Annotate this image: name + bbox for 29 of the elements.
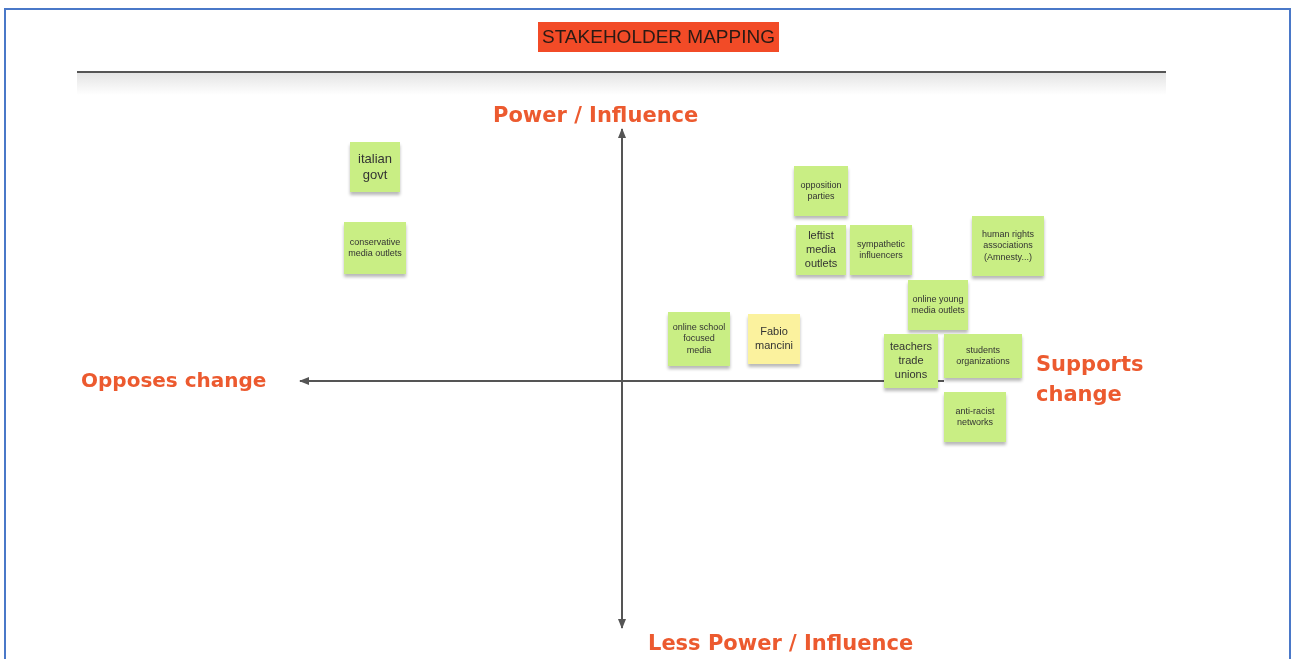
- note-text: online young media outlets: [910, 293, 966, 317]
- sticky-note: [884, 334, 938, 388]
- title-banner: STAKEHOLDER MAPPING: [538, 22, 779, 52]
- sticky-note: [350, 142, 400, 192]
- sticky-note: [944, 392, 1006, 442]
- sticky-note: [972, 216, 1044, 276]
- sticky-note: [796, 225, 846, 275]
- note-text: students organizations: [955, 344, 1011, 368]
- note-text: anti-racist networks: [954, 405, 996, 429]
- sticky-note: [748, 314, 800, 364]
- axis-label: Less Power / Influence: [648, 630, 914, 657]
- axis-label: Opposes change: [81, 367, 267, 394]
- note-text: sympathetic influencers: [856, 238, 906, 262]
- sticky-note: [668, 312, 730, 366]
- note-text: Fabio mancini: [754, 325, 794, 353]
- note-text: italian govt: [357, 150, 393, 184]
- sticky-note: [908, 280, 968, 330]
- axis-label: Power / Influence: [493, 102, 699, 129]
- note-text: leftist media outlets: [803, 229, 839, 271]
- note-text: human rights associations (Amnesty...): [981, 229, 1035, 263]
- sticky-note: [794, 166, 848, 216]
- sticky-note: [344, 222, 406, 274]
- note-text: conservative media outlets: [347, 236, 403, 260]
- note-text: opposition parties: [799, 179, 843, 203]
- sticky-note: [850, 225, 912, 275]
- note-text: online school focused media: [671, 322, 727, 356]
- note-text: teachers trade unions: [888, 340, 934, 382]
- axis-label: Supports change: [1036, 351, 1145, 409]
- sticky-note: [944, 334, 1022, 378]
